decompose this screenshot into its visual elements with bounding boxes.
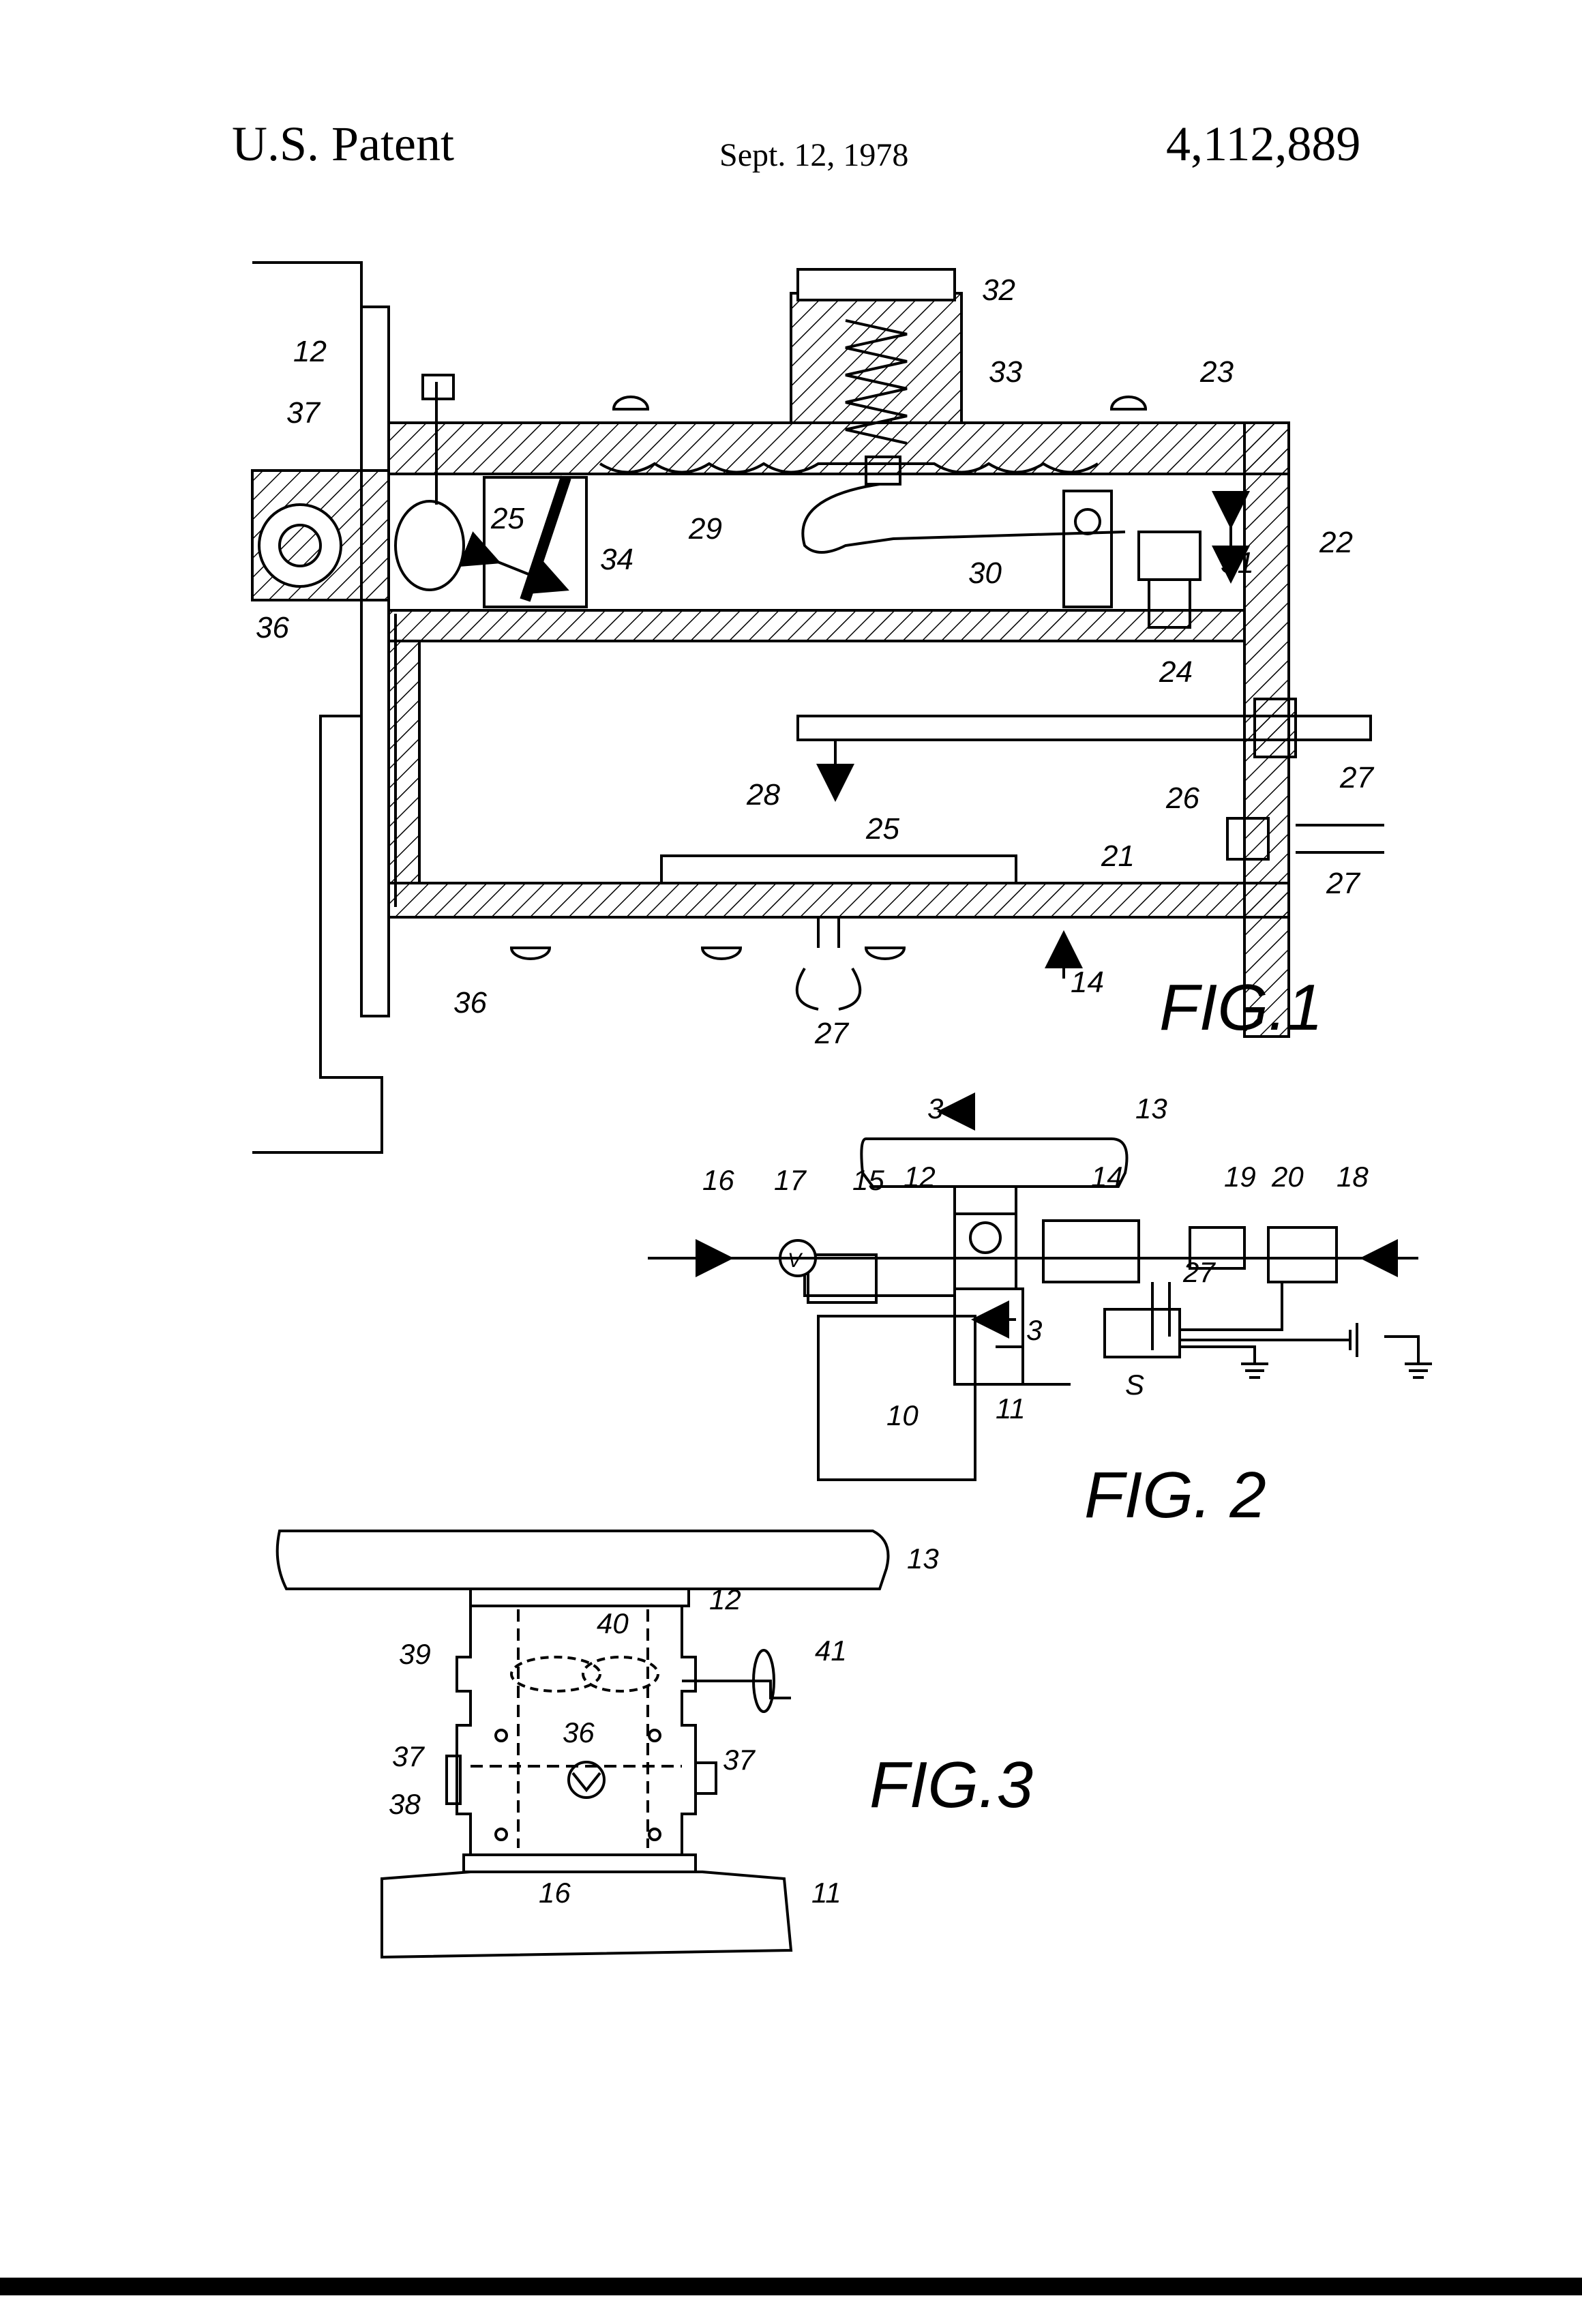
bolt-hole: [649, 1829, 660, 1840]
fig3-label: 16: [539, 1877, 571, 1909]
valve-knob: [970, 1223, 1000, 1253]
fig1-label: 23: [1199, 355, 1234, 389]
valve-36-mark: [573, 1773, 600, 1790]
fig3-title: FIG.3: [869, 1748, 1033, 1821]
figure-2-labels: 3 13 16 17 15 12 14 19 20 18 27 3 S 10 1…: [702, 1092, 1369, 1532]
fig1-label: 25: [490, 502, 524, 535]
fig2-label: 14: [1091, 1161, 1123, 1193]
bolt-hole: [496, 1829, 507, 1840]
ball-25: [395, 501, 464, 590]
fig1-title: FIG.1: [1159, 971, 1323, 1044]
chamber-39: [511, 1657, 600, 1691]
fig2-label: 20: [1271, 1161, 1304, 1193]
chamber-box: [484, 477, 586, 607]
fig1-label: 31: [1221, 546, 1254, 580]
fig3-label: 11: [811, 1877, 841, 1909]
bottom-screws: [511, 948, 904, 959]
fig1-label: 34: [600, 543, 633, 576]
rod-bushing: [1255, 699, 1296, 757]
shaft-core: [280, 525, 320, 566]
fig1-label: 27: [814, 1017, 849, 1050]
fig3-label: 13: [907, 1543, 939, 1575]
fig3-label: 12: [709, 1583, 741, 1615]
lamp-13: [278, 1531, 889, 1589]
burner-11: [382, 1872, 791, 1957]
fig2-label: 3: [1026, 1314, 1042, 1346]
bolt-hole: [649, 1730, 660, 1741]
valve-31: [1139, 532, 1200, 580]
fig1-label: 26: [1165, 781, 1199, 815]
pivot-pin: [1075, 509, 1100, 534]
fig3-label: 36: [563, 1716, 595, 1748]
fig1-label: 36: [453, 986, 487, 1019]
fig3-label: 40: [597, 1607, 629, 1639]
bottom-border-rule: [0, 2278, 1582, 2295]
upper-housing-wall: [389, 423, 1289, 474]
fig3-label: 37: [392, 1740, 425, 1772]
block-top-plate: [471, 1589, 689, 1606]
box-20: [1268, 1227, 1337, 1282]
spring-dome: [791, 293, 961, 423]
fig2-label: 18: [1337, 1161, 1369, 1193]
block-base-plate: [464, 1855, 696, 1872]
fig2-label: 13: [1135, 1092, 1167, 1124]
fig1-label: 25: [865, 812, 899, 846]
fig1-label: 21: [1101, 839, 1135, 873]
fig1-label: 12: [293, 335, 327, 368]
fig3-label: 39: [399, 1638, 431, 1670]
fig1-label: 37: [286, 396, 320, 430]
control-body: [955, 1289, 1023, 1384]
fig2-label: 11: [996, 1392, 1026, 1425]
lamp-13: [861, 1139, 1126, 1187]
fig2-title: FIG. 2: [1084, 1459, 1266, 1532]
fig1-label: 29: [688, 512, 722, 546]
fig1-label: 22: [1319, 526, 1353, 559]
appliance-10: [818, 1316, 975, 1480]
lamp-neck: [955, 1187, 1016, 1214]
fig2-label: 17: [774, 1164, 807, 1196]
fig2-label: 19: [1224, 1161, 1256, 1193]
fig2-label: 12: [904, 1161, 936, 1193]
battery: [1350, 1323, 1418, 1364]
bottom-wires: [797, 917, 861, 1009]
fig1-label: 32: [982, 273, 1015, 307]
bolt-hole: [496, 1730, 507, 1741]
lever-motion-arrow: [491, 559, 559, 586]
box-14: [1043, 1221, 1139, 1282]
fig1-label: 27: [1326, 867, 1360, 900]
fig1-label: 33: [989, 355, 1022, 389]
fig2-label: S: [1125, 1369, 1144, 1401]
middle-housing-wall: [389, 610, 1244, 641]
fig1-label: 24: [1159, 655, 1193, 689]
valve-V-label: V: [788, 1249, 803, 1272]
fig2-label: 16: [702, 1164, 734, 1196]
fig2-label: 10: [886, 1399, 919, 1431]
heater-plate-25: [661, 856, 1016, 883]
figure-2: [648, 1112, 1432, 1480]
fig2-label: 15: [852, 1164, 884, 1196]
fig1-label: 36: [256, 611, 289, 644]
fig1-label: 14: [1071, 966, 1104, 999]
wiring-27: [805, 1275, 1350, 1364]
burner-tube-11: [996, 1347, 1071, 1384]
fig3-label: 41: [815, 1635, 847, 1667]
adjusting-nut: [798, 269, 955, 300]
stem-cap: [423, 375, 453, 399]
fig1-label: 27: [1339, 761, 1374, 794]
knob-37-right: [696, 1763, 716, 1793]
fig3-label: 38: [389, 1788, 421, 1820]
lower-housing-wall: [389, 883, 1289, 917]
ground-symbols: [1241, 1364, 1432, 1377]
fig2-label: 3: [927, 1092, 943, 1124]
left-housing-wall: [389, 641, 419, 883]
fig2-label: 27: [1182, 1256, 1216, 1288]
mounting-plate: [361, 307, 389, 1016]
fig3-label: 37: [723, 1744, 756, 1776]
fig1-label: 30: [968, 556, 1002, 590]
fig1-label: 28: [746, 778, 780, 811]
